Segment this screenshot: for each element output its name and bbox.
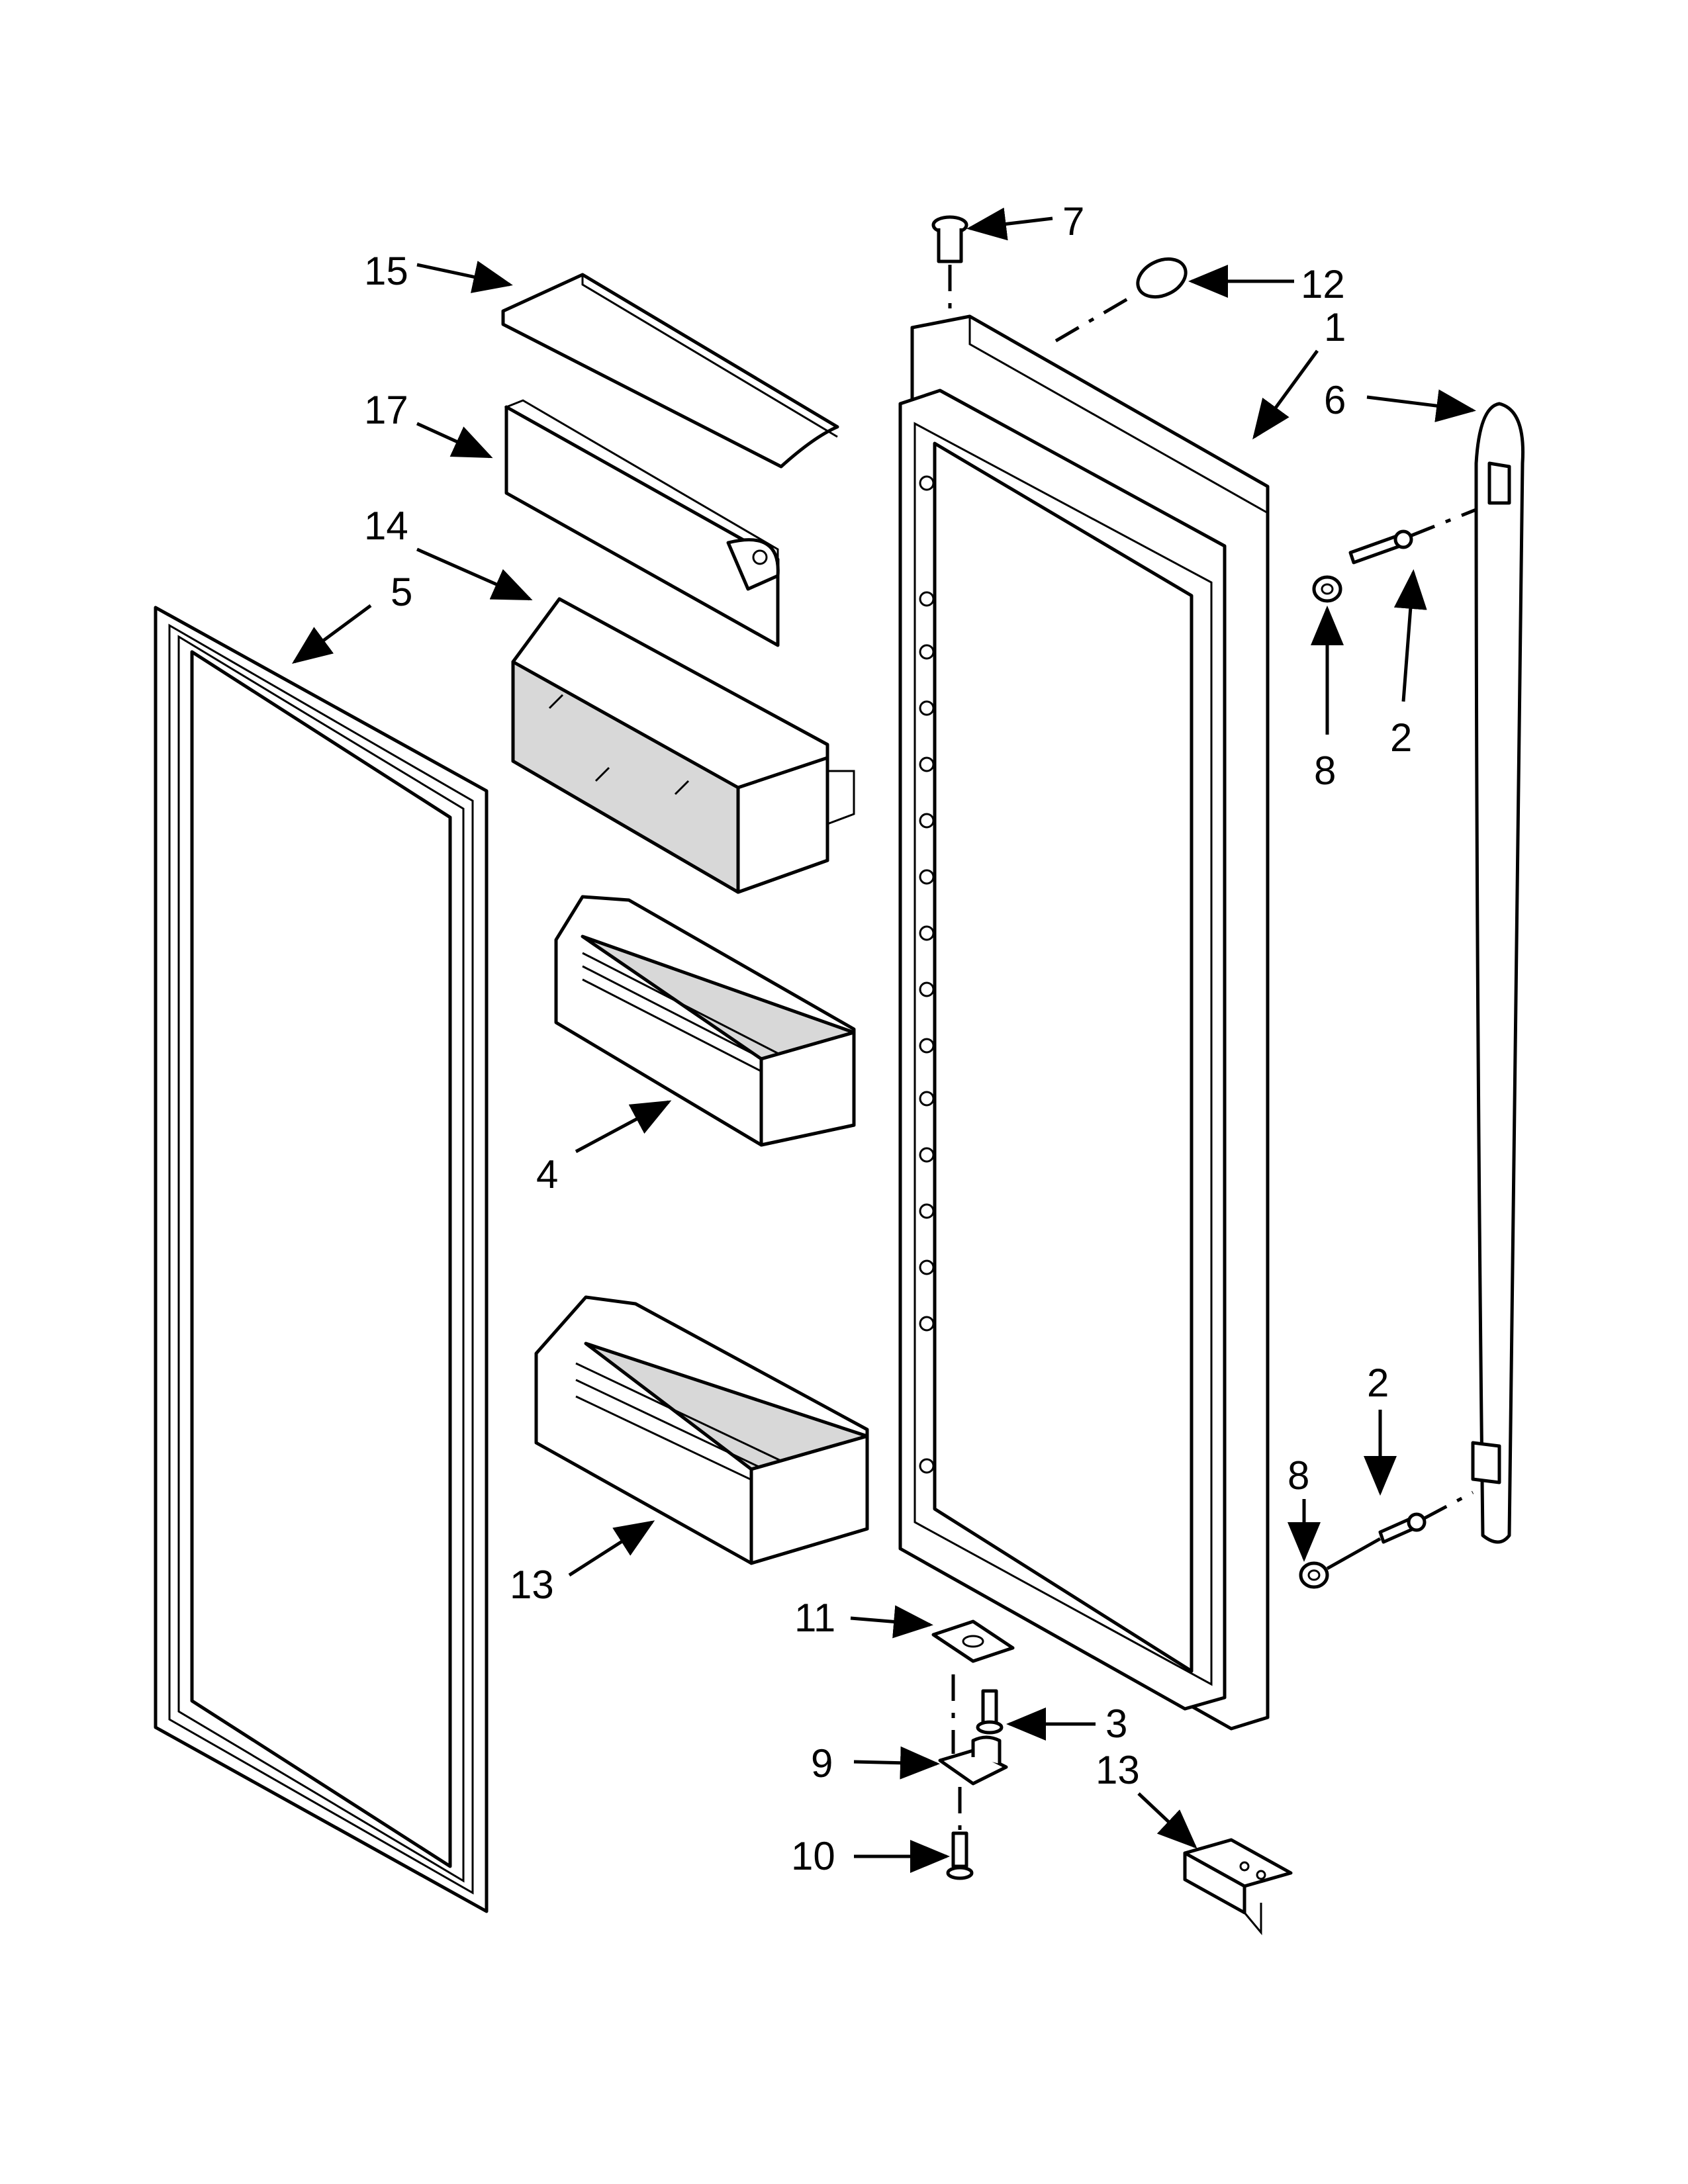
callout-16: 15 — [364, 249, 408, 293]
callout-2-lower: 2 — [1367, 1361, 1389, 1405]
callout-1: 1 — [1324, 305, 1346, 349]
part-hinge-pin-screw — [946, 1787, 974, 1880]
part-hinge-screw — [976, 1689, 1004, 1735]
callout-4: 4 — [536, 1152, 558, 1197]
callout-6: 6 — [1324, 378, 1346, 422]
part-handle-spacer-lower — [1299, 1537, 1382, 1589]
part-shelf-retainer — [504, 399, 780, 647]
part-handle-screw-upper — [1348, 508, 1477, 565]
part-handle-screw-lower — [1378, 1490, 1474, 1544]
part-door-bin-lower — [534, 1295, 869, 1565]
callout-2-upper: 2 — [1390, 715, 1412, 760]
part-o-ring — [1055, 257, 1188, 343]
callout-8-lower: 8 — [1288, 1453, 1309, 1498]
callout-5: 5 — [391, 570, 412, 614]
part-handle-spacer-upper — [1312, 575, 1342, 603]
part-dairy-bin — [511, 597, 855, 894]
callout-labels: 15 17 14 5 4 13 7 12 1 6 2 8 2 8 11 3 13… — [364, 199, 1412, 1878]
part-top-bushing — [931, 215, 968, 311]
callout-17: 17 — [364, 388, 408, 432]
callout-7: 7 — [1062, 199, 1084, 244]
callout-10: 10 — [791, 1834, 835, 1878]
callout-8-upper: 8 — [1314, 749, 1336, 793]
callout-12: 12 — [1301, 262, 1345, 306]
callout-14: 13 — [510, 1563, 554, 1607]
part-door-bin-upper — [554, 895, 856, 1147]
callout-9: 9 — [811, 1741, 833, 1786]
callout-13: 13 — [1096, 1748, 1140, 1792]
callout-3: 3 — [1105, 1702, 1127, 1746]
part-door-assembly — [898, 314, 1270, 1731]
part-hinge-plate — [931, 1619, 1015, 1663]
callout-11: 11 — [794, 1596, 835, 1640]
callout-15: 14 — [364, 504, 408, 548]
part-shelf-cover — [501, 273, 839, 469]
part-hinge-bracket — [1183, 1838, 1293, 1936]
callout-leaders — [291, 207, 1476, 1873]
part-door-handle — [1471, 402, 1525, 1544]
door-shelf-clips — [919, 475, 935, 1474]
part-door-gasket — [154, 606, 489, 1913]
part-hinge-cam — [938, 1674, 1008, 1786]
